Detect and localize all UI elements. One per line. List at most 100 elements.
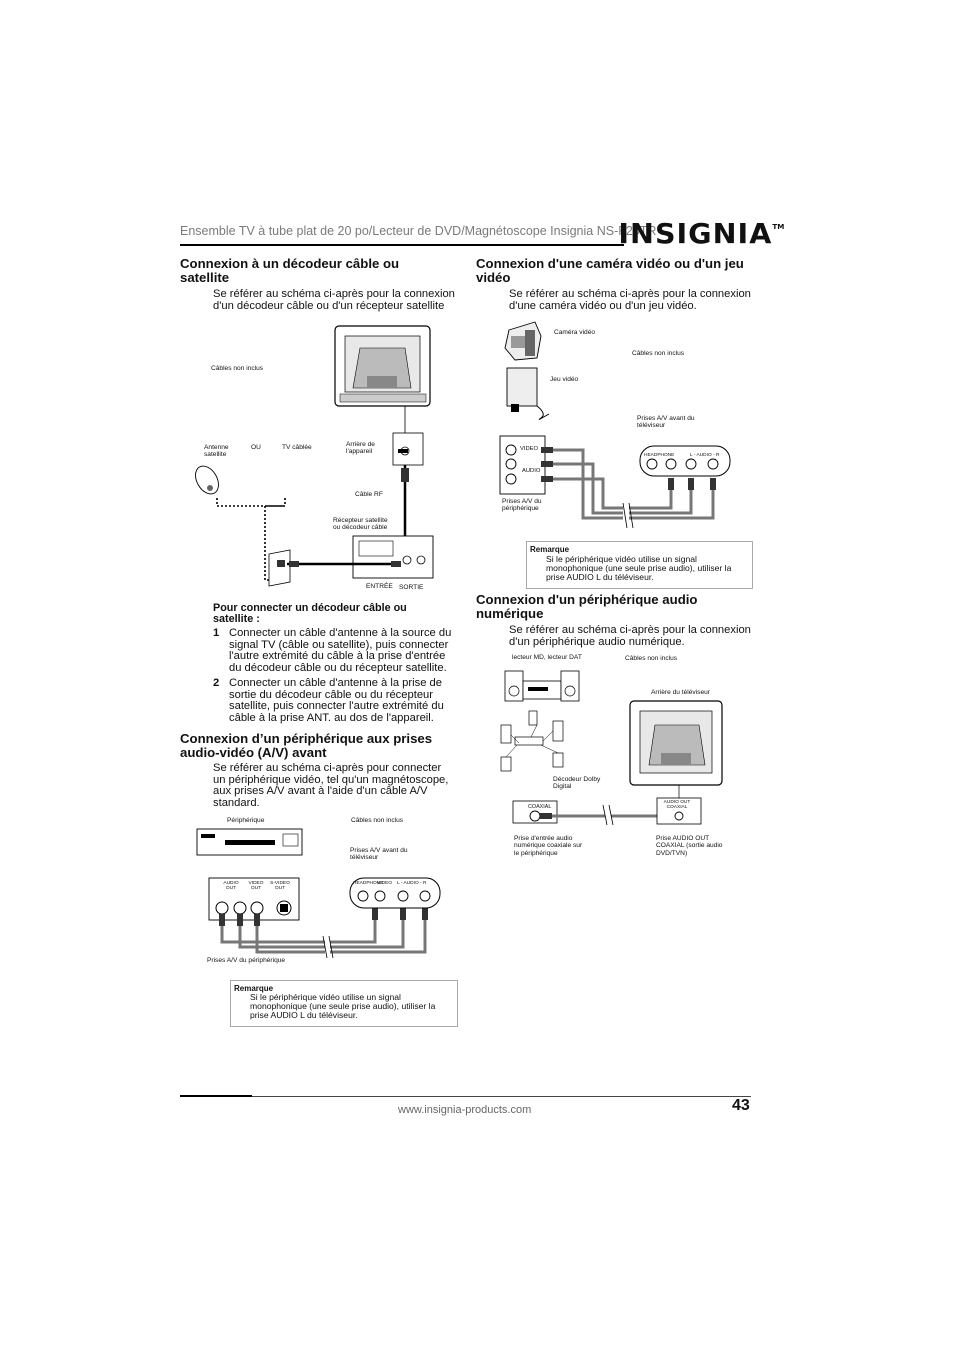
step-line: Connecter un câble d'antenne à la prise … <box>229 677 442 689</box>
title-line: Connexion d'une caméra vidéo ou d'un jeu <box>476 256 744 271</box>
title-line: Connexion à un décodeur câble ou <box>180 256 400 271</box>
page-number: 43 <box>732 1097 750 1114</box>
label-peripherique: Périphérique <box>227 817 265 824</box>
footer-rule <box>252 1096 751 1097</box>
body-line: Se référer au schéma ci-après pour la co… <box>509 624 751 636</box>
label-antenne: Antenne satellite <box>204 444 229 459</box>
label-line: ou décodeur câble <box>333 524 388 532</box>
jack-headphone-right: HEADPHONE <box>644 453 675 458</box>
jack-video: VIDEO <box>377 881 392 886</box>
step-number: 2 <box>213 677 220 689</box>
note-line: monophonique (une seule prise audio), ut… <box>546 563 732 574</box>
jack-audio-lr: L - AUDIO - R <box>397 881 427 886</box>
title-line: vidéo <box>476 270 511 285</box>
step-number: 1 <box>213 627 220 639</box>
footer-rule-thick <box>180 1095 252 1097</box>
label-line: DVD/TVN) <box>656 849 688 857</box>
label-sortie: SORTIE <box>399 584 424 591</box>
body-line: Se référer au schéma ci-après pour la co… <box>213 288 455 300</box>
label-camera: Caméra vidéo <box>554 329 596 336</box>
procedure-title: Pour connecter un décodeur câble ou sate… <box>213 602 407 626</box>
label-prises-periph-right: Prises A/V du périphérique <box>502 498 542 513</box>
body-line: standard. <box>213 796 260 809</box>
label-line: COAXIAL <box>666 805 688 810</box>
digital-audio-diagram <box>500 670 723 825</box>
label-line: Digital <box>553 783 572 791</box>
jack-audio-out-coaxial: AUDIO OUT COAXIAL <box>659 800 695 810</box>
label-cable-rf: Câble RF <box>355 491 383 498</box>
proc-line: satellite : <box>213 613 260 626</box>
label-cables-digital: Câbles non inclus <box>625 655 678 662</box>
jack-coaxial: COAXIAL <box>528 804 552 810</box>
body-line: un périphérique vidéo, tel qu'un magnéto… <box>213 773 449 786</box>
section-body-digital-audio: Se référer au schéma ci-après pour la co… <box>509 624 751 648</box>
label-cables-camera: Câbles non inclus <box>632 350 685 357</box>
jack-headphone: HEADPHONE <box>353 881 384 886</box>
section-body-av-front: Se référer au schéma ci-après pour conne… <box>213 762 449 809</box>
section-title-digital-audio: Connexion d'un périphérique audio numéri… <box>476 593 697 621</box>
step-line: signal TV (câble ou satellite), puis con… <box>229 638 449 651</box>
label-line: Prises A/V avant du <box>637 415 695 422</box>
label-prise-out: Prise AUDIO OUT COAXIAL (sortie audio DV… <box>656 835 722 857</box>
proc-line: Pour connecter un décodeur câble ou <box>213 602 407 614</box>
label-prises-periph: Prises A/V du périphérique <box>207 957 286 964</box>
title-line: Connexion d'un périphérique audio <box>476 592 698 607</box>
jack-video-right: VIDEO <box>520 446 539 452</box>
step-line: l'autre extrémité du câble à la prise d'… <box>229 650 446 663</box>
label-line: le périphérique <box>514 849 558 857</box>
body-line: Se référer au schéma ci-après pour la co… <box>509 288 751 300</box>
running-header: Ensemble TV à tube plat de 20 po/Lecteur… <box>180 224 657 238</box>
label-line: Arrière de <box>346 441 375 448</box>
section-body-decoder: Se référer au schéma ci-après pour la co… <box>213 288 455 312</box>
label-line: Prise AUDIO OUT <box>656 835 710 842</box>
step-line: satellite, puis connecter l'autre extrém… <box>229 700 444 713</box>
note-line: Si le périphérique vidéo utilise un sign… <box>546 554 697 564</box>
label-ou: OU <box>251 444 261 451</box>
label-line: périphérique <box>502 505 539 513</box>
label-line: Prises A/V avant du <box>350 847 408 854</box>
title-line: satellite <box>180 270 230 285</box>
jack-svideo-out: S-VIDEO OUT <box>270 881 290 891</box>
note-text: Si le périphérique vidéo utilise un sign… <box>546 554 732 583</box>
label-jeu: Jeu vidéo <box>550 376 579 383</box>
body-line: Se référer au schéma ci-après pour conne… <box>213 762 442 774</box>
label-line: Prise d'entrée audio <box>514 835 573 842</box>
tv-rear-illustration <box>334 325 431 407</box>
step-1: 1 Connecter un câble d'antenne à la sour… <box>213 627 463 674</box>
jack-audio-right: AUDIO <box>522 468 541 474</box>
label-line: COAXIAL (sortie audio <box>656 842 723 850</box>
title-line: audio-vidéo (A/V) avant <box>180 745 327 760</box>
label-line: Récepteur satellite <box>333 517 388 524</box>
step-line: Connecter un câble d'antenne à la source… <box>229 627 452 639</box>
label-line: Antenne <box>204 444 229 451</box>
label-arriere-tv: Arrière du téléviseur <box>651 689 711 696</box>
label-cables-decoder: Câbles non inclus <box>211 365 264 372</box>
label-line: Décodeur Dolby <box>553 776 601 783</box>
footer-url: www.insignia-products.com <box>398 1104 532 1116</box>
insignia-logo: INSIGNIATM <box>618 217 784 250</box>
note-title: Remarque <box>530 545 570 554</box>
title-line: numérique <box>476 606 544 621</box>
label-tv-cablee: TV câblée <box>282 444 312 451</box>
label-prise-entree: Prise d'entrée audio numérique coaxiale … <box>514 835 582 857</box>
label-line: téléviseur <box>350 854 379 862</box>
body-line: d'un décodeur câble ou d'un récepteur sa… <box>213 299 445 312</box>
note-text: Si le périphérique vidéo utilise un sign… <box>250 992 435 1021</box>
label-line: Prises A/V du <box>502 498 542 505</box>
av-front-diagram <box>196 828 441 959</box>
section-title-camera: Connexion d'une caméra vidéo ou d'un jeu… <box>476 257 744 285</box>
label-arriere: Arrière de l'appareil <box>346 441 375 456</box>
note-box-av: Remarque Si le périphérique vidéo utilis… <box>230 980 458 1027</box>
title-line: Connexion d’un périphérique aux prises <box>180 731 433 746</box>
jack-audio-lr-right: L - AUDIO - R <box>690 453 720 458</box>
note-line: Si le périphérique vidéo utilise un sign… <box>250 992 401 1002</box>
section-body-camera: Se référer au schéma ci-après pour la co… <box>509 288 751 312</box>
body-line: d'une caméra vidéo ou d'un jeu vidéo. <box>509 299 697 312</box>
body-line: d'un périphérique audio numérique. <box>509 635 685 648</box>
label-line: téléviseur <box>637 422 666 430</box>
header-rule <box>180 244 624 246</box>
body-line: aux prises A/V avant à l'aide d'un câble… <box>213 785 428 798</box>
label-lecteur: lecteur MD, lecteur DAT <box>512 654 582 661</box>
section-title-av-front: Connexion d’un périphérique aux prises a… <box>180 732 432 760</box>
note-box-camera: Remarque Si le périphérique vidéo utilis… <box>526 541 753 589</box>
